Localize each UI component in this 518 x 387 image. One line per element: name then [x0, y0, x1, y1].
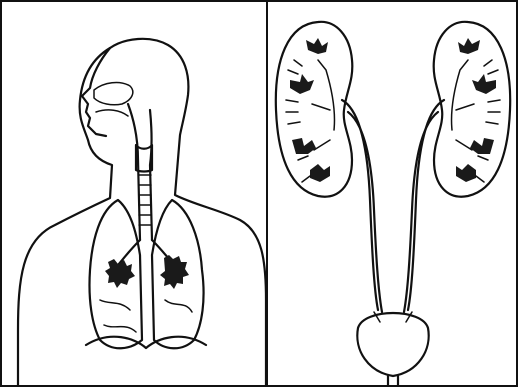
left-ureter-inner: [348, 112, 382, 312]
urinary-system-drawing: [268, 0, 518, 387]
right-renal-pelvis: [451, 60, 474, 150]
left-kidney-pyramids: [290, 38, 330, 182]
urethra: [388, 376, 398, 387]
panel-divider: [266, 0, 268, 387]
right-bronchial-tree: [160, 255, 189, 289]
left-bronchial-tree: [105, 259, 135, 288]
respiratory-system-panel: [0, 0, 268, 387]
lung-detail-lines: [100, 300, 192, 332]
left-renal-pelvis: [312, 60, 335, 150]
urinary-system-panel: [268, 0, 518, 387]
mouth-cavity: [96, 110, 128, 116]
bladder: [357, 313, 428, 376]
left-kidney-striations: [286, 60, 310, 182]
right-kidney-pyramids: [456, 38, 496, 182]
nasal-cavity: [94, 83, 133, 105]
trachea-rings: [139, 175, 151, 225]
right-ureter-inner: [404, 112, 438, 312]
respiratory-system-drawing: [0, 0, 268, 387]
right-kidney-striations: [476, 60, 500, 182]
